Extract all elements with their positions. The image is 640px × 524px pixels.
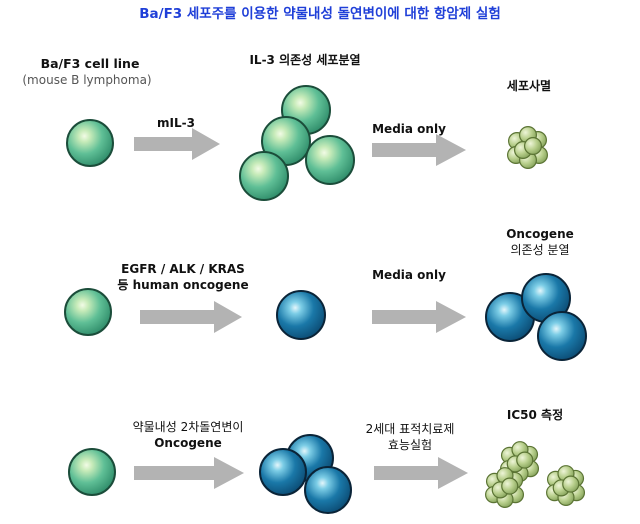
row3-arrow-2-label-line2: 효능실험 bbox=[387, 438, 433, 452]
row2-arrow-1-label-line2: 등 human oncogene bbox=[117, 278, 249, 292]
dead-cell-bleb bbox=[516, 451, 534, 469]
row1-dead-cell-cluster bbox=[507, 125, 548, 170]
row2-arrow-2 bbox=[372, 301, 466, 333]
cell-line-label: Ba/F3 cell line bbox=[40, 56, 140, 71]
row2-arrow-1 bbox=[140, 301, 242, 333]
row1-dividing-green-cells bbox=[239, 85, 355, 201]
row1-single-green-cell bbox=[66, 119, 114, 167]
row2-dividing-blue-cells bbox=[485, 273, 587, 361]
row3-arrow-1 bbox=[134, 457, 244, 489]
row2-arrow-2-label: Media only bbox=[372, 268, 446, 282]
row2-arrow-1-label-line1: EGFR / ALK / KRAS bbox=[121, 262, 245, 276]
row2-stage3-label-line2: 의존성 분열 bbox=[510, 243, 570, 257]
row2-stage3-label-line1: Oncogene bbox=[506, 227, 574, 241]
diagram-title: Ba/F3 세포주를 이용한 약물내성 돌연변이에 대한 항암제 실험 bbox=[139, 6, 501, 22]
row3-single-green-cell bbox=[68, 448, 116, 496]
row3-arrow-1-label-line2: Oncogene bbox=[154, 436, 222, 450]
row2-single-blue-cell bbox=[276, 290, 326, 340]
row1-arrow-2 bbox=[372, 134, 466, 166]
cell-line-note: (mouse B lymphoma) bbox=[22, 73, 152, 87]
row3-dead-cell-cluster-2 bbox=[485, 467, 525, 508]
dead-cell-bleb bbox=[523, 137, 542, 156]
row1-arrow-2-label: Media only bbox=[372, 122, 446, 136]
dead-cell-bleb bbox=[562, 475, 580, 493]
row3-stage3-label: IC50 측정 bbox=[506, 408, 564, 422]
row2-single-green-cell bbox=[64, 288, 112, 336]
row3-arrow-2 bbox=[374, 457, 468, 489]
row3-arrow-1-label-line1: 약물내성 2차돌연변이 bbox=[132, 420, 244, 434]
row3-dividing-blue-cells bbox=[259, 434, 352, 514]
row1-stage3-label: 세포사멸 bbox=[506, 79, 552, 93]
row1-stage2-label: IL-3 의존성 세포분열 bbox=[249, 53, 361, 67]
row1-arrow-1 bbox=[134, 128, 220, 160]
row3-arrow-2-label-line1: 2세대 표적치료제 bbox=[365, 422, 455, 436]
row3-dead-cell-cluster-3 bbox=[546, 465, 586, 506]
dead-cell-bleb bbox=[501, 477, 519, 495]
row1-arrow-1-label: mIL-3 bbox=[157, 116, 195, 130]
